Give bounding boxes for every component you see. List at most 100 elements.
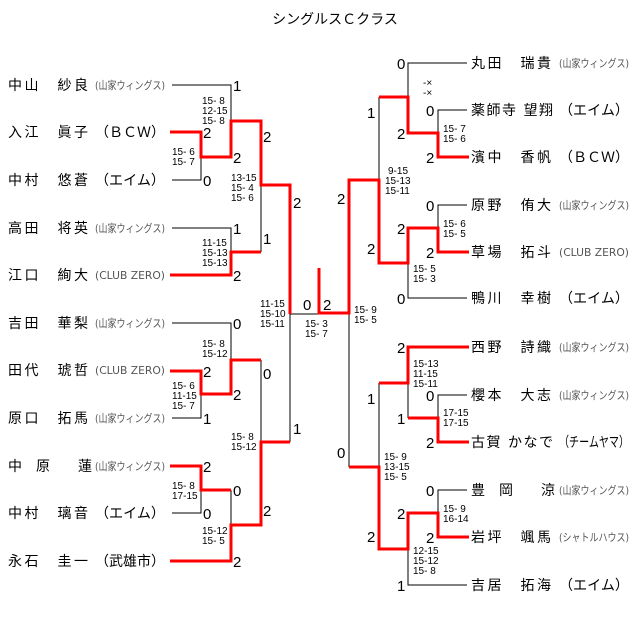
score: 2 — [426, 245, 434, 262]
game-score: 15- 5 — [443, 229, 466, 240]
game-score: -× — [423, 78, 432, 89]
player-team: （チームヤマ） — [559, 435, 629, 451]
game-score: 15- 3 — [305, 319, 328, 330]
player-name: 鴨川 幸樹 — [471, 291, 551, 307]
player-name: 薬師寺 望翔 — [471, 103, 553, 119]
player-team: (山家ウィングス) — [95, 459, 165, 473]
winner-path — [170, 119, 292, 314]
player-team: (山家ウィングス) — [559, 198, 629, 212]
score: 0 — [337, 445, 345, 462]
winner-path — [170, 440, 290, 563]
score: 2 — [263, 503, 271, 520]
score: 1 — [293, 421, 301, 438]
game-score: 15- 5 — [354, 315, 377, 326]
game-score: 15- 4 — [231, 183, 254, 194]
score: 2 — [426, 150, 434, 167]
game-score: 15- 6 — [172, 147, 195, 158]
score: 2 — [397, 221, 405, 238]
player-team: （ＢＣＷ） — [559, 150, 629, 166]
game-score: 11-15 — [202, 238, 227, 249]
player-team: （エイム） — [559, 578, 629, 594]
game-score: 15-13 — [202, 258, 228, 269]
score: 1 — [263, 231, 271, 248]
player-team: (CLUB ZERO) — [559, 246, 629, 259]
game-score: 15- 9 — [354, 305, 377, 316]
player-team: (CLUB ZERO) — [95, 364, 165, 377]
player-name: 田代 琥哲 — [8, 363, 88, 379]
score: 1 — [203, 411, 211, 428]
game-score: 12-15 — [413, 546, 439, 557]
game-score: 15-13 — [202, 248, 228, 259]
game-score: 15- 6 — [443, 219, 466, 230]
game-score: 15- 8 — [202, 96, 225, 107]
game-score: 15-12 — [202, 526, 228, 537]
bracket-line — [348, 62, 467, 586]
player-name: 吉田 華梨 — [8, 316, 88, 332]
left-players: 中山 紗良 (山家ウィングス) 入江 眞子 （ＢＣＷ） 中村 悠蒼 （エイム） … — [8, 78, 165, 570]
player-team: (山家ウィングス) — [559, 340, 629, 354]
score: 2 — [233, 150, 241, 167]
score: 2 — [367, 241, 375, 258]
game-score: 15- 5 — [413, 264, 436, 275]
score: 2 — [263, 129, 271, 146]
player-name: 濱中 香帆 — [471, 150, 551, 166]
player-name: 岩坪 颯馬 — [471, 530, 551, 546]
game-score: 12-15 — [202, 106, 228, 117]
winner-path — [349, 465, 469, 551]
game-score: 15-12 — [202, 349, 228, 360]
score: 0 — [426, 388, 434, 405]
score: 2 — [203, 125, 211, 142]
player-team: （エイム） — [95, 173, 165, 189]
bracket-lines — [170, 62, 469, 586]
game-score: 15-11 — [413, 379, 438, 390]
right-players: 丸田 瑞貴 (山家ウィングス) 薬師寺 望翔 （エイム） 濱中 香帆 （ＢＣＷ）… — [471, 56, 629, 594]
score: 2 — [337, 191, 345, 208]
game-score: 15- 8 — [172, 481, 195, 492]
game-score: 13-15 — [231, 173, 257, 184]
score: 2 — [426, 435, 434, 452]
game-score: 15-10 — [260, 309, 286, 320]
game-score: 15-11 — [260, 319, 285, 330]
player-name: 江口 絢大 — [8, 267, 88, 284]
player-name: 原口 拓馬 — [8, 411, 88, 427]
player-name: 丸田 瑞貴 — [471, 56, 551, 72]
game-score: 15- 6 — [443, 134, 466, 145]
score: 1 — [397, 411, 405, 428]
score: 2 — [233, 268, 241, 285]
game-score: 15- 8 — [202, 339, 225, 350]
score: 2 — [367, 529, 375, 546]
score: 0 — [203, 173, 211, 190]
game-score: 15- 8 — [231, 432, 254, 443]
game-score: 11-15 — [260, 299, 285, 310]
player-team: (CLUB ZERO) — [95, 269, 165, 282]
game-score: 15- 8 — [202, 116, 225, 127]
winner-path — [170, 464, 231, 492]
final-score-left: 0 — [303, 297, 311, 314]
game-score: 15-12 — [231, 442, 257, 453]
game-score: 15-13 — [413, 359, 439, 370]
score: 0 — [203, 506, 211, 523]
score: 0 — [233, 483, 241, 500]
score: 0 — [397, 56, 405, 73]
player-team: (山家ウィングス) — [95, 221, 165, 235]
score: 2 — [233, 387, 241, 404]
player-team: （ＢＣＷ） — [95, 125, 165, 141]
score: 0 — [397, 291, 405, 308]
game-score: 13-15 — [384, 462, 410, 473]
score: 0 — [233, 316, 241, 333]
player-name: 永石 圭一 — [8, 554, 88, 570]
player-name: 中 原 蓮 — [8, 459, 92, 475]
player-team: (山家ウィングス) — [95, 78, 165, 92]
score: 0 — [426, 198, 434, 215]
player-team: (山家ウィングス) — [559, 388, 629, 402]
game-score: 15-12 — [413, 556, 439, 567]
player-name: 櫻本 大志 — [471, 387, 551, 404]
winner-path — [170, 250, 261, 277]
player-team: (山家ウィングス) — [559, 56, 629, 70]
game-score: 15- 7 — [443, 124, 466, 135]
match-scores: 1 2 0 2 1 2 2 1 2 0 2 1 2 0 2 0 0 2 2 1 … — [203, 56, 434, 595]
score: 1 — [367, 105, 375, 122]
player-name: 中山 紗良 — [8, 78, 88, 94]
game-score: 15- 9 — [384, 452, 407, 463]
player-name: 草場 拓斗 — [471, 245, 551, 261]
